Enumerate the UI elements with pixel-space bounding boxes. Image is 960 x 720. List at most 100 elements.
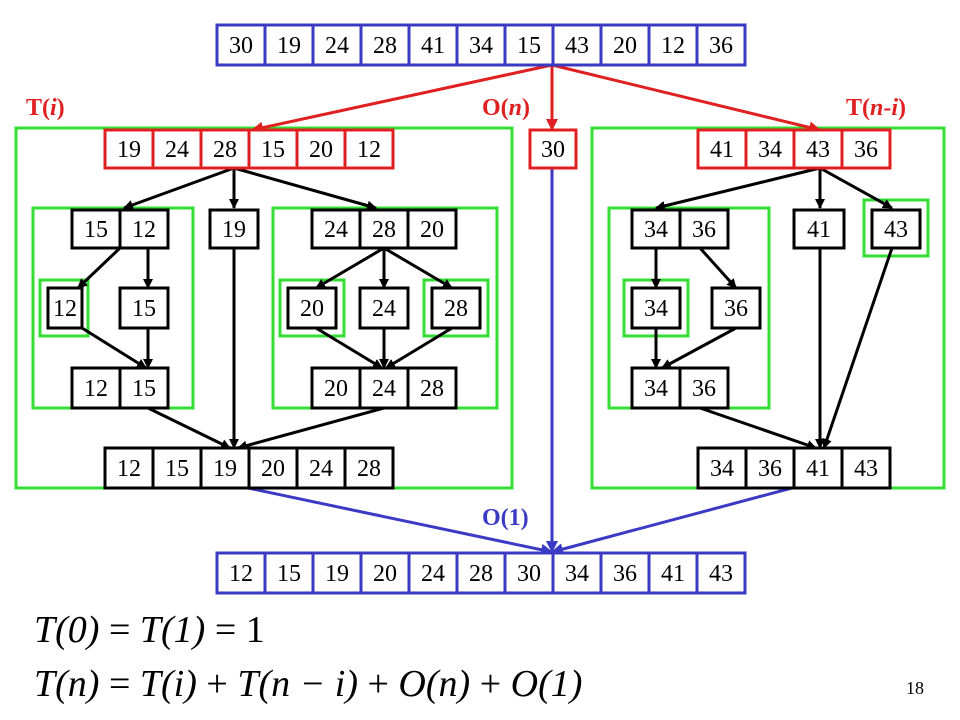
array-cell-value: 20 — [613, 33, 637, 59]
array-cell-value: 36 — [692, 217, 716, 243]
array-cell-value: 30 — [229, 33, 253, 59]
array-cell-value: 34 — [710, 456, 734, 482]
array-cell-value: 15 — [277, 561, 301, 587]
array-cell-value: 41 — [421, 33, 445, 59]
array-cell-value: 20 — [373, 561, 397, 587]
array-cell-value: 19 — [213, 456, 237, 482]
array-cell-value: 43 — [884, 217, 908, 243]
array-cell — [70, 366, 122, 410]
array-cell — [696, 128, 748, 170]
array-cell-value: 36 — [854, 137, 878, 163]
array-cell-value: 34 — [644, 376, 668, 402]
array-cell-value: 24 — [324, 217, 348, 243]
cell-24: 24 — [358, 286, 410, 330]
cell-28: 28 — [430, 286, 482, 330]
arrow-to-right — [551, 63, 821, 134]
array-cell — [430, 286, 482, 330]
array-cell — [311, 23, 363, 67]
array-cell-value: 28 — [469, 561, 493, 587]
array-cell-value: 30 — [541, 137, 565, 163]
cell-15: 15 — [118, 286, 170, 330]
array-cell-value: 12 — [357, 137, 381, 163]
eq-t0: T(0) — [34, 609, 100, 651]
array-cell-value: 15 — [165, 456, 189, 482]
array-cell — [118, 286, 170, 330]
array-cell-value: 36 — [613, 561, 637, 587]
array-cell-value: 43 — [854, 456, 878, 482]
array-cell — [528, 128, 578, 170]
array-cell — [310, 208, 362, 250]
cell-34: 34 — [630, 286, 682, 330]
equation-base-case: T(0) = T(1) = 1 — [34, 609, 265, 651]
array-cell — [630, 208, 682, 250]
array-cell — [358, 286, 410, 330]
array-cell — [647, 23, 699, 67]
array-cell — [263, 551, 315, 595]
array-cell — [678, 366, 730, 410]
arrow-left-to-output — [247, 486, 553, 556]
array-cell — [710, 286, 762, 330]
array-cell — [359, 551, 411, 595]
array-cell-value: 24 — [372, 376, 396, 402]
array-cell — [118, 208, 170, 250]
array-cell-value: 41 — [661, 561, 685, 587]
label-t-n-minus-i: T(n-i) — [846, 95, 906, 121]
label-t-i: T(i) — [26, 95, 65, 121]
eq-tn: T(n) — [34, 663, 100, 705]
array-cell — [551, 551, 603, 595]
array-cell-value: 43 — [709, 561, 733, 587]
array-cell-value: 36 — [724, 296, 748, 322]
array-cell-value: 36 — [709, 33, 733, 59]
label-o-n: O(n) — [482, 95, 530, 121]
array-cell — [208, 208, 260, 250]
array-cell-value: 28 — [373, 33, 397, 59]
array-cell — [247, 446, 299, 490]
frame-20 — [278, 278, 346, 338]
array-cell — [215, 551, 267, 595]
array-cell-value: 28 — [372, 217, 396, 243]
label-o-1: O(1) — [482, 505, 529, 531]
array-cell — [630, 366, 682, 410]
array-cell — [455, 23, 507, 67]
array-cell-value: 15 — [261, 137, 285, 163]
array-cell-value: 20 — [324, 376, 348, 402]
array-cell-value: 12 — [117, 456, 141, 482]
left-pivot-cell: 19 — [208, 208, 260, 250]
equation-recurrence: T(n) = T(i) + T(n − i) + O(n) + O(1) — [34, 663, 583, 705]
array-cell-value: 12 — [661, 33, 685, 59]
array-cell-value: 19 — [117, 137, 141, 163]
array-cell-value: 15 — [517, 33, 541, 59]
array-cell — [70, 208, 122, 250]
array-cell — [599, 551, 651, 595]
array-cell — [343, 128, 395, 170]
array-cell-value: 28 — [420, 376, 444, 402]
array-cell-value: 28 — [444, 296, 468, 322]
array-cell-value: 12 — [53, 296, 77, 322]
array-cell-value: 24 — [421, 561, 445, 587]
array-cell-value: 30 — [517, 561, 541, 587]
array-cell-value: 28 — [213, 137, 237, 163]
array-cell-value: 41 — [807, 217, 831, 243]
array-cell-value: 19 — [325, 561, 349, 587]
array-cell-value: 28 — [357, 456, 381, 482]
array-cell — [359, 23, 411, 67]
array-cell — [406, 208, 458, 250]
array-cell — [358, 208, 410, 250]
cell-12: 12 — [46, 286, 84, 330]
array-cell-value: 34 — [644, 217, 668, 243]
array-cell-value: 24 — [372, 296, 396, 322]
array-cell-value: 43 — [806, 137, 830, 163]
array-cell — [406, 366, 458, 410]
array-cell — [286, 286, 338, 330]
left-big-merged: 20 24 28 — [310, 366, 458, 410]
array-cell — [695, 551, 747, 595]
array-cell-value: 20 — [309, 137, 333, 163]
